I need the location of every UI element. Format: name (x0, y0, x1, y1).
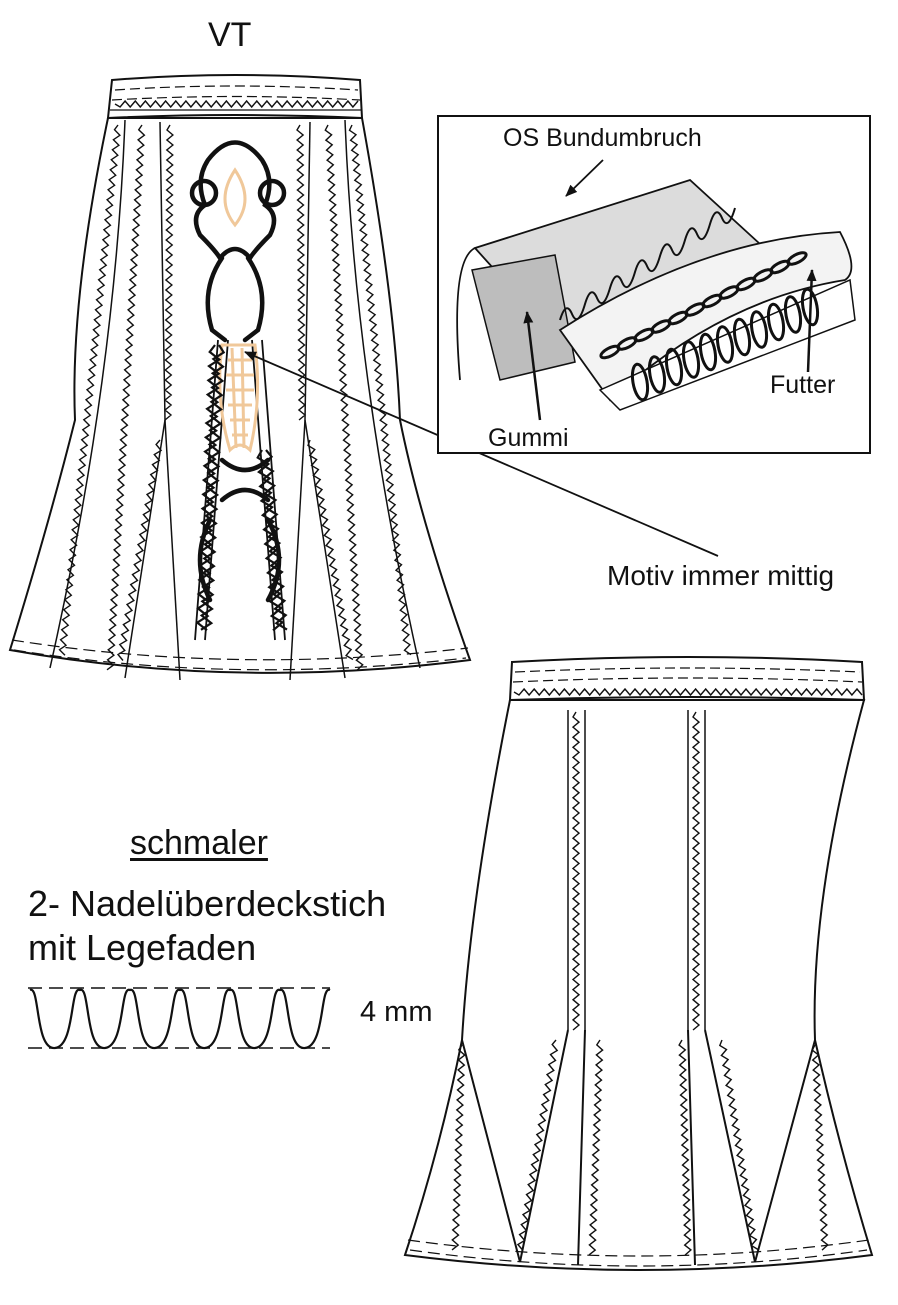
skirt-back-icon (403, 656, 874, 1271)
cross-stitch (256, 449, 285, 632)
stitch-heading: schmaler (130, 824, 268, 862)
seam-zigzag (718, 1039, 759, 1251)
seam-zigzag (691, 711, 701, 1031)
seam-zigzag (106, 124, 146, 671)
cross-stitch (195, 344, 222, 632)
seam-zigzag (307, 439, 354, 661)
seam-zigzag (571, 711, 581, 1031)
seam-zigzag (811, 1044, 829, 1251)
cross-stitch (260, 449, 288, 631)
cross-stitch-bands (195, 344, 288, 632)
seam-zigzag (588, 1039, 604, 1256)
coverstitch-sample-icon (28, 987, 331, 1050)
seam-zigzag (451, 1044, 466, 1251)
stitch-name-line2: mit Legefaden (28, 927, 257, 968)
elastic-arrow (523, 311, 542, 421)
stitch-width-label: 4 mm (360, 996, 433, 1028)
waist-zigzag (114, 99, 359, 109)
seam-zigzag (116, 439, 163, 661)
motif-note: Motiv immer mittig (607, 560, 835, 591)
stitch-name-line1: 2- Nadelüberdeckstich (28, 883, 387, 924)
waistband-fold-label: OS Bundumbruch (503, 124, 702, 152)
fold-arrow (565, 159, 604, 197)
seam-zigzag (348, 124, 412, 656)
cross-stitch (199, 344, 226, 631)
elastic-label: Gummi (488, 424, 569, 452)
lining-label: Futter (770, 371, 836, 399)
waist-zigzag (513, 687, 863, 697)
seam-zigzag (678, 1039, 692, 1256)
seam-zigzag (58, 124, 121, 656)
front-seam-stitches (58, 99, 412, 671)
seam-zigzag (516, 1039, 559, 1251)
back-seam-stitches (451, 687, 863, 1256)
waistband-cross-section-icon (437, 115, 871, 454)
lining-arrow (806, 269, 817, 373)
front-view-label: VT (208, 16, 252, 54)
seam-zigzag (296, 124, 307, 421)
seam-zigzag (324, 124, 364, 671)
seam-zigzag (164, 124, 174, 421)
